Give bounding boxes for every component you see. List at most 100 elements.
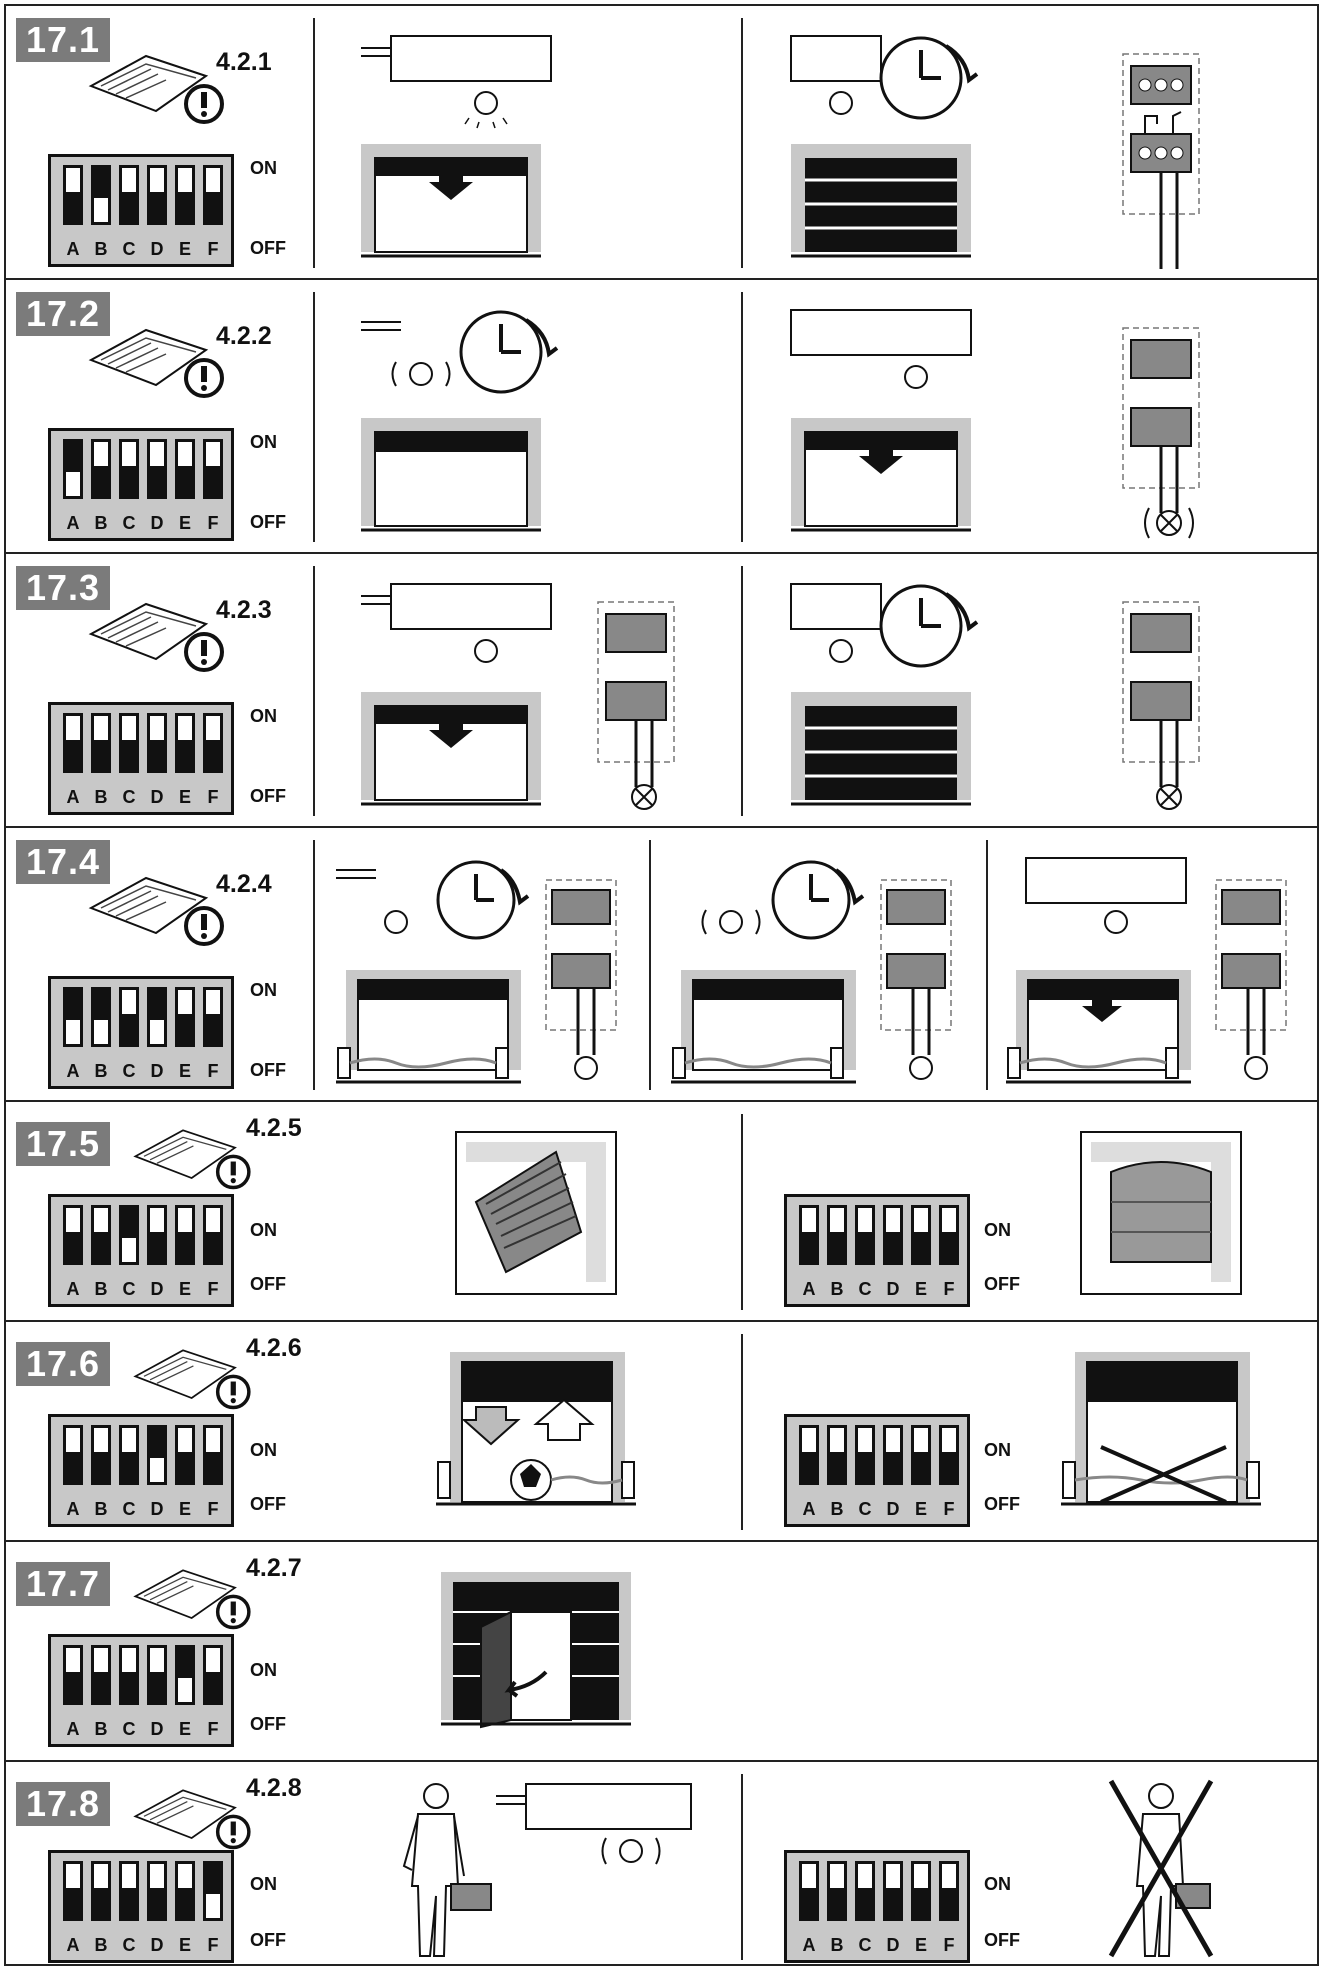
dip-switch-slider xyxy=(150,168,164,192)
dip-switch-slider xyxy=(150,1648,164,1672)
dip-switch-letter: D xyxy=(150,513,164,533)
dip-switch-f xyxy=(203,987,223,1047)
dip-switch-letter: E xyxy=(178,1935,191,1955)
dip-switch-slider xyxy=(886,1864,900,1888)
off-label: OFF xyxy=(250,1274,286,1294)
dip-switch-slider xyxy=(150,1208,164,1232)
terminal-block-flashing-icon xyxy=(1122,327,1200,539)
manual-warning-icon xyxy=(133,1129,251,1190)
dip-switch-e xyxy=(175,1645,195,1705)
dip-switch-b xyxy=(91,439,111,499)
operator-light-timer-icon xyxy=(790,35,979,120)
dip-switch-d xyxy=(147,1205,167,1265)
section-number: 17.1 xyxy=(16,18,111,62)
on-label: ON xyxy=(984,1440,1011,1460)
dip-switch-slider xyxy=(942,1428,956,1452)
dip-switch-slider xyxy=(914,1864,928,1888)
dip-switch-letter: E xyxy=(178,1719,191,1739)
reference-number: 4.2.5 xyxy=(246,1114,302,1142)
dip-switch-d xyxy=(147,1645,167,1705)
dip-switch-letter: B xyxy=(94,1279,108,1299)
dip-switch-e xyxy=(911,1205,931,1265)
dip-switch-letter: E xyxy=(178,1499,191,1519)
dip-switch-letter: E xyxy=(914,1935,927,1955)
dip-switch-slider xyxy=(206,1208,220,1232)
dip-switch-d xyxy=(147,1425,167,1485)
dip-switch-letter: F xyxy=(207,1719,219,1739)
dip-switch-letter: D xyxy=(150,239,164,259)
dip-switch-slider xyxy=(150,1864,164,1888)
dip-switch-slider xyxy=(94,1864,108,1888)
dip-switch-slider xyxy=(858,1208,872,1232)
dip-switch-letter: D xyxy=(150,787,164,807)
dip-switch-c xyxy=(855,1205,875,1265)
dip-switch-e xyxy=(911,1425,931,1485)
dip-switch-slider xyxy=(178,990,192,1014)
dip-switch-letter: C xyxy=(858,1499,872,1519)
garage-door-closed-icon xyxy=(791,144,971,258)
on-label: ON xyxy=(250,1660,277,1680)
dip-switch-letter: B xyxy=(94,513,108,533)
dip-switch-slider xyxy=(94,1020,108,1044)
on-label: ON xyxy=(250,1440,277,1460)
obstacle-reverse-icon xyxy=(436,1352,636,1506)
dip-switch-letter: D xyxy=(886,1935,900,1955)
divider xyxy=(741,1774,743,1960)
dip-switch-slider xyxy=(150,716,164,740)
dip-switch-letter: E xyxy=(178,1061,191,1081)
dip-switch-letter: C xyxy=(122,1499,136,1519)
garage-door-open-icon xyxy=(361,418,541,532)
manual-warning-icon xyxy=(133,1789,251,1850)
dip-switch-slider xyxy=(122,168,136,192)
dip-switch-letter: D xyxy=(886,1279,900,1299)
dip-switch-letter: F xyxy=(207,239,219,259)
no-technician-icon xyxy=(1108,1779,1214,1958)
dip-switch-slider xyxy=(206,990,220,1014)
dip-switch-letter: B xyxy=(830,1499,844,1519)
section-number: 17.8 xyxy=(16,1782,111,1826)
sectional-door-icon xyxy=(1080,1131,1242,1295)
dip-switch-slider xyxy=(206,716,220,740)
dip-switch-d xyxy=(147,439,167,499)
dip-switch-c xyxy=(119,1645,139,1705)
dip-switch-letter: F xyxy=(943,1935,955,1955)
dip-switch-slider xyxy=(122,442,136,466)
dip-switch-letter: D xyxy=(886,1499,900,1519)
terminal-block-icon xyxy=(1122,53,1200,269)
dip-switch-slider xyxy=(886,1208,900,1232)
off-label: OFF xyxy=(250,1060,286,1080)
dip-switch-slider xyxy=(178,716,192,740)
dip-switch-letter: B xyxy=(94,787,108,807)
garage-door-closing-icon xyxy=(361,144,541,258)
dip-switch-letter: D xyxy=(150,1935,164,1955)
dip-switch-a xyxy=(63,987,83,1047)
operator-light-icon xyxy=(790,309,972,389)
dip-switch-c xyxy=(855,1425,875,1485)
garage-door-closed-icon xyxy=(791,692,971,806)
dip-switch-slider xyxy=(94,716,108,740)
dip-switch-slider xyxy=(122,1428,136,1452)
dip-switch-f xyxy=(203,165,223,225)
dip-switch-slider xyxy=(942,1864,956,1888)
reference-number: 4.2.8 xyxy=(246,1774,302,1802)
manual-warning-icon xyxy=(133,1569,251,1630)
dip-switch-letter: D xyxy=(150,1719,164,1739)
dip-switch-letter: E xyxy=(178,513,191,533)
off-label: OFF xyxy=(250,1930,286,1950)
dip-switch-e xyxy=(175,713,195,773)
reference-number: 4.2.2 xyxy=(216,322,272,350)
dip-switch-letter: F xyxy=(207,513,219,533)
divider xyxy=(313,18,315,268)
dip-switch-b xyxy=(91,1645,111,1705)
dip-switch-b xyxy=(91,713,111,773)
